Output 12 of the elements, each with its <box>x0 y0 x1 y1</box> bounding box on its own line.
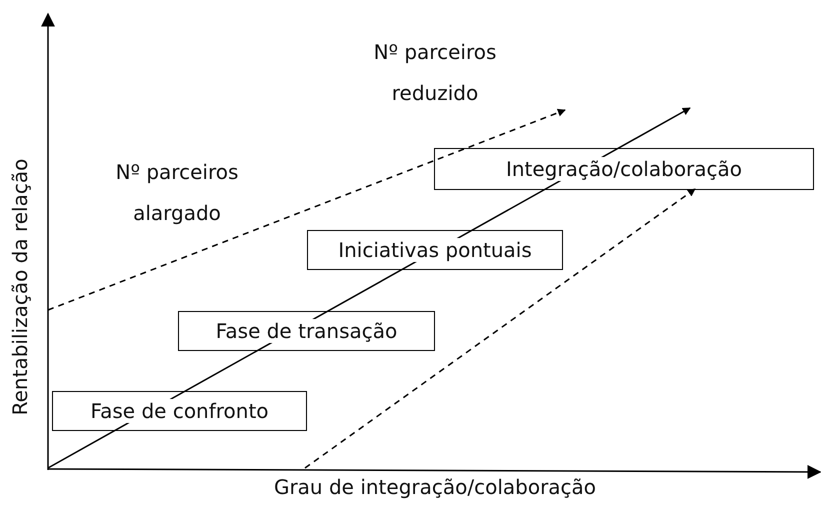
stage-label: Iniciativas pontuais <box>338 238 532 262</box>
annotation-text: Nº parceiros reduzido <box>372 39 498 107</box>
stage-label: Integração/colaboração <box>506 157 742 181</box>
axis-title: Rentabilização da relação <box>7 158 33 418</box>
stage-label: Fase de transação <box>216 319 398 343</box>
annotation-text: Nº parceiros alargado <box>114 159 240 227</box>
stage-box <box>434 148 814 190</box>
axis-title: Grau de integração/colaboração <box>272 474 598 501</box>
stage-box <box>178 311 435 351</box>
stage-box <box>52 391 307 431</box>
stage-box <box>307 230 563 270</box>
stage-label: Fase de confronto <box>90 399 269 423</box>
